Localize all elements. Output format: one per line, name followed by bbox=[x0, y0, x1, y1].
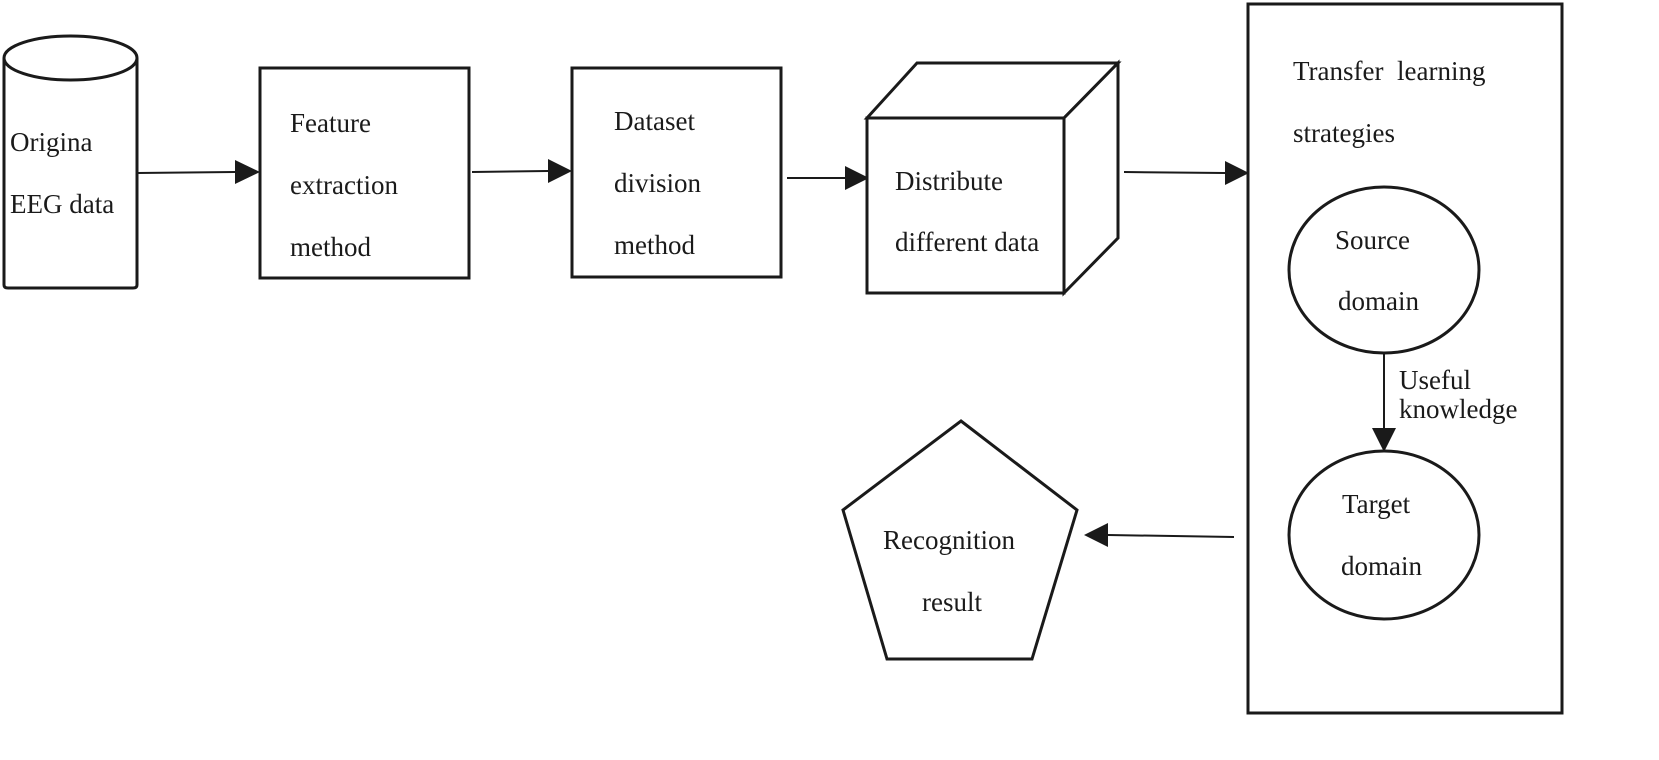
feature-extraction-line-3: method bbox=[290, 232, 371, 262]
arrow-division-to-distribute bbox=[787, 166, 869, 190]
transfer-learning-container: Transfer learning strategies bbox=[1246, 2, 1564, 715]
original-eeg-data-cylinder: Origina EEG data bbox=[2, 34, 139, 290]
feature-extraction-box: Feature extraction method bbox=[258, 66, 471, 280]
arrow-distribute-to-transfer bbox=[1123, 161, 1249, 185]
transfer-learning-line-1: Transfer learning bbox=[1293, 56, 1485, 86]
useful-knowledge-line-1: Useful bbox=[1399, 365, 1471, 395]
dataset-division-line-1: Dataset bbox=[614, 106, 695, 136]
arrow-transfer-to-recognition bbox=[1084, 523, 1235, 547]
original-data-line-2: EEG data bbox=[10, 189, 114, 219]
useful-knowledge-line-2: knowledge bbox=[1399, 394, 1517, 424]
recognition-result-line-2: result bbox=[922, 587, 982, 617]
original-data-line-1: Origina bbox=[10, 127, 92, 157]
arrow-source-to-target: Useful knowledge bbox=[1372, 353, 1517, 452]
distribute-data-line-1: Distribute bbox=[895, 166, 1003, 196]
arrow-original-to-feature bbox=[136, 160, 260, 184]
source-domain-line-1: Source bbox=[1335, 225, 1410, 255]
source-domain-circle: Source domain bbox=[1287, 185, 1481, 355]
dataset-division-line-3: method bbox=[614, 230, 695, 260]
dataset-division-line-2: division bbox=[614, 168, 702, 198]
source-domain-line-2: domain bbox=[1338, 286, 1419, 316]
target-domain-line-1: Target bbox=[1342, 489, 1411, 519]
distribute-data-line-2: different data bbox=[895, 227, 1039, 257]
transfer-learning-line-2: strategies bbox=[1293, 118, 1395, 148]
feature-extraction-line-1: Feature bbox=[290, 108, 371, 138]
feature-extraction-line-2: extraction bbox=[290, 170, 398, 200]
target-domain-circle: Target domain bbox=[1287, 449, 1481, 621]
target-domain-line-2: domain bbox=[1341, 551, 1422, 581]
dataset-division-box: Dataset division method bbox=[570, 66, 783, 279]
recognition-result-pentagon: Recognition result bbox=[841, 419, 1079, 661]
distribute-data-cube: Distribute different data bbox=[863, 59, 1122, 297]
arrow-feature-to-division bbox=[471, 159, 572, 183]
recognition-result-line-1: Recognition bbox=[883, 525, 1015, 555]
